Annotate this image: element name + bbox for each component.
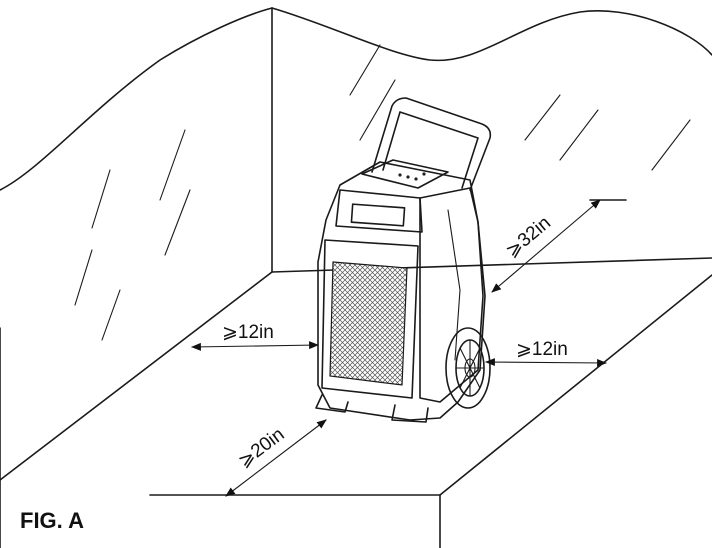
left-wall-base: [0, 271, 273, 481]
figure-caption: FIG. A: [20, 508, 84, 533]
handle: [371, 97, 492, 191]
right-clearance-label: ⩾12in: [516, 339, 568, 360]
back-wall-top-edge: [271, 7, 712, 62]
back-clearance-label: ⩾32in: [502, 212, 555, 261]
back-clearance-arrow: [491, 199, 601, 293]
dimension-lines: [191, 199, 607, 497]
front-clearance-arrow: [225, 419, 327, 497]
left-clearance-arrow: [191, 341, 319, 351]
unit-body: [317, 161, 486, 421]
dehumidifier-unit: [315, 97, 492, 423]
right-clearance-arrow: [485, 358, 607, 367]
left-wall-top-edge: [0, 7, 273, 191]
front-clearance-label: ⩾20in: [234, 424, 288, 472]
intake-grille: [329, 261, 408, 386]
display-window: [350, 203, 406, 227]
wheel: [445, 327, 491, 409]
control-panel: [361, 159, 449, 189]
left-clearance-label: ⩾12in: [222, 322, 274, 343]
wall-hatching: [74, 44, 691, 341]
platform: [149, 199, 712, 548]
